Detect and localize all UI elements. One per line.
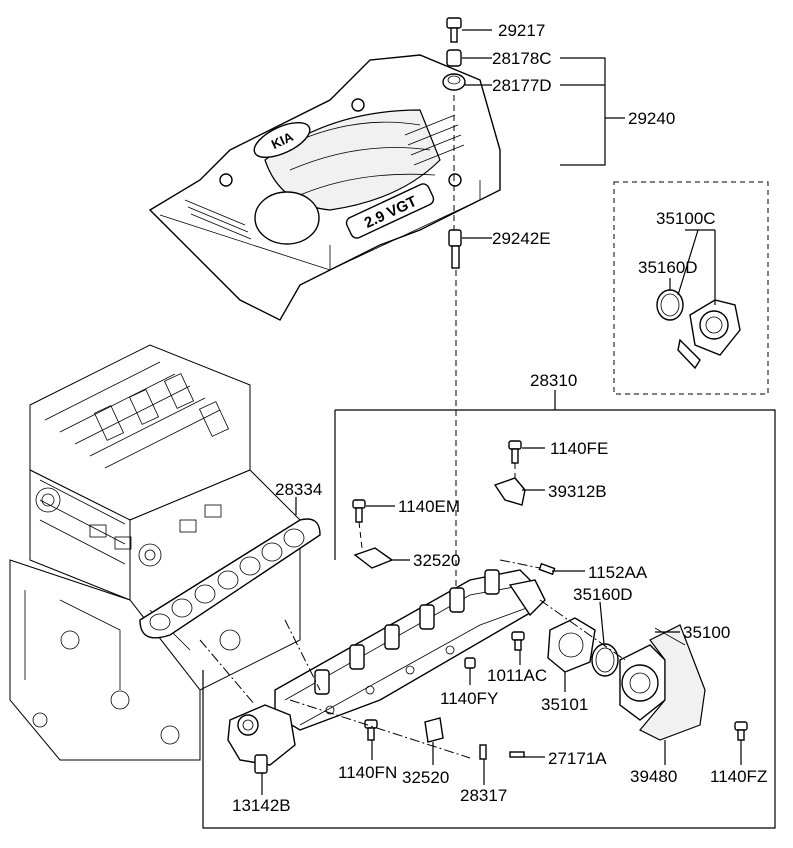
bolt-1140fe-part <box>508 440 522 464</box>
leader-lines <box>261 29 742 795</box>
bolt-1140em-part <box>352 499 366 523</box>
label-13142b[interactable]: 13142B <box>232 796 291 815</box>
part-labels: 29217 28178C 28177D 29240 29242E 35100C … <box>232 21 767 815</box>
label-29242e[interactable]: 29242E <box>492 229 551 248</box>
egr-assembly-part <box>656 289 741 370</box>
label-35100[interactable]: 35100 <box>683 623 730 642</box>
label-1140fe[interactable]: 1140FE <box>550 439 608 458</box>
bolt-1140fn-part <box>364 719 378 741</box>
actuator-part <box>227 704 296 774</box>
plate-upper-part <box>353 547 394 569</box>
engine-cover: KIA 2.9 VGT <box>148 54 501 321</box>
label-1140fn[interactable]: 1140FN <box>338 763 397 782</box>
label-32520-lower[interactable]: 32520 <box>402 768 449 787</box>
label-27171a[interactable]: 27171A <box>548 749 607 768</box>
nut-1140fy-part <box>464 657 476 669</box>
egr-detail-box <box>613 181 769 395</box>
label-39312b[interactable]: 39312B <box>548 482 607 501</box>
grommet-28177d-part <box>442 73 466 91</box>
manifold-group-box <box>202 409 776 829</box>
label-29217[interactable]: 29217 <box>498 21 545 40</box>
dowel-27171a-part <box>509 751 525 758</box>
label-35101[interactable]: 35101 <box>541 695 588 714</box>
stud-1152aa-part <box>538 562 556 576</box>
heat-shield-part <box>639 624 706 741</box>
oring-lower-part <box>591 643 619 677</box>
label-1011ac[interactable]: 1011AC <box>487 666 547 685</box>
label-28178c[interactable]: 28178C <box>492 49 552 68</box>
bolt-1140fz-part <box>734 721 748 741</box>
label-1140fy[interactable]: 1140FY <box>440 689 498 708</box>
label-28317[interactable]: 28317 <box>460 786 507 805</box>
label-29240[interactable]: 29240 <box>628 109 675 128</box>
label-32520-upper[interactable]: 32520 <box>413 551 460 570</box>
pin-28317-part <box>479 744 487 760</box>
throttle-body-part <box>619 644 666 721</box>
collar-28178c-part <box>446 49 462 67</box>
plate-lower-part <box>424 717 444 743</box>
stud-29242e-part <box>448 229 462 269</box>
label-35100c[interactable]: 35100C <box>656 209 716 228</box>
intake-manifold-part <box>274 569 546 731</box>
bolt-1011ac-part <box>511 631 525 651</box>
label-28310[interactable]: 28310 <box>530 371 577 390</box>
label-28334[interactable]: 28334 <box>275 480 322 499</box>
bolt-29217-part <box>446 17 462 43</box>
label-1140fz[interactable]: 1140FZ <box>710 767 767 786</box>
label-39480[interactable]: 39480 <box>630 767 677 786</box>
manifold-gasket <box>139 518 321 639</box>
label-35160d-upper[interactable]: 35160D <box>638 258 698 277</box>
label-1152aa[interactable]: 1152AA <box>588 563 648 582</box>
label-28177d[interactable]: 28177D <box>492 76 552 95</box>
label-35160d-lower[interactable]: 35160D <box>573 585 633 604</box>
bracket-39312b-part <box>493 477 526 506</box>
throttle-gasket-part <box>547 617 596 673</box>
label-1140em[interactable]: 1140EM <box>398 497 460 516</box>
